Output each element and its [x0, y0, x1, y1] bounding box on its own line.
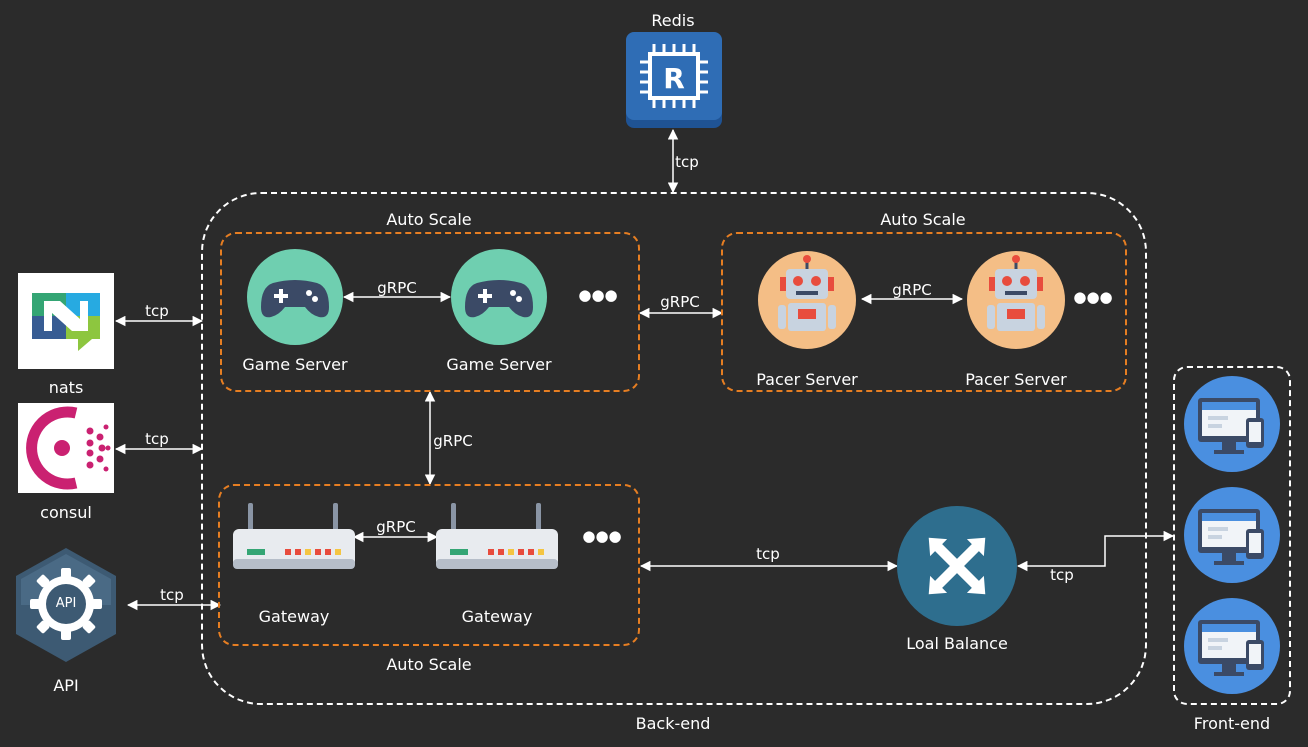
- redis-chip-icon: R: [626, 32, 722, 128]
- load-balance-arrows-icon: [897, 506, 1017, 626]
- nats-tcp-label: tcp: [145, 302, 169, 320]
- gateway-label: Gateway: [461, 607, 533, 626]
- lb-frontend-link: [1016, 530, 1175, 572]
- api-tcp-label: tcp: [160, 586, 184, 604]
- router-icon: [436, 503, 558, 569]
- gateway-lb-tcp-label: tcp: [756, 545, 780, 563]
- backend-boundary: [201, 192, 1147, 705]
- game-more-dots: ●●●: [578, 286, 618, 304]
- gateway-autoscale-group: [218, 484, 640, 646]
- consul-logo-icon: [26, 406, 111, 490]
- gamepad-icon: [451, 249, 547, 345]
- gateway-more-dots: ●●●: [582, 527, 622, 545]
- game-gateway-grpc-label: gRPC: [433, 432, 473, 450]
- pacer-grpc-label: gRPC: [892, 281, 932, 299]
- pacer-server-label: Pacer Server: [756, 370, 858, 389]
- pacer-autoscale-label: Auto Scale: [880, 210, 966, 229]
- lb-frontend-tcp-label: tcp: [1050, 566, 1074, 584]
- pacer-autoscale-group: [721, 232, 1127, 392]
- redis-tcp-label: tcp: [675, 153, 699, 171]
- web-device-icon: [1184, 598, 1280, 694]
- gateway-label: Gateway: [258, 607, 330, 626]
- api-hex-icon: [16, 548, 116, 662]
- game-grpc-label: gRPC: [377, 279, 417, 297]
- game-pacer-grpc-label: gRPC: [660, 293, 700, 311]
- web-device-icon: [1184, 487, 1280, 583]
- redis-label: Redis: [651, 11, 695, 30]
- consul-logo: [18, 403, 114, 493]
- api-badge: API: [55, 596, 77, 611]
- router-icon: [233, 503, 355, 569]
- backend-label: Back-end: [635, 714, 711, 733]
- nats-logo: [18, 273, 114, 369]
- nats-label: nats: [48, 378, 84, 397]
- svg-text:R: R: [663, 62, 685, 95]
- gamepad-icon: [247, 249, 343, 345]
- consul-label: consul: [40, 503, 92, 522]
- frontend-label: Front-end: [1193, 714, 1271, 733]
- frontend-boundary: [1173, 366, 1291, 705]
- pacer-more-dots: ●●●: [1073, 288, 1113, 306]
- consul-tcp-label: tcp: [145, 430, 169, 448]
- nats-logo-icon: [32, 293, 100, 351]
- gateway-grpc-label: gRPC: [376, 518, 416, 536]
- robot-icon: [758, 251, 856, 349]
- game-server-label: Game Server: [446, 355, 552, 374]
- game-autoscale-group: [220, 232, 640, 392]
- pacer-server-label: Pacer Server: [965, 370, 1067, 389]
- game-autoscale-label: Auto Scale: [386, 210, 472, 229]
- load-balancer-label: Loal Balance: [906, 634, 1008, 653]
- game-server-label: Game Server: [242, 355, 348, 374]
- api-label: API: [53, 676, 79, 695]
- web-device-icon: [1184, 376, 1280, 472]
- robot-icon: [967, 251, 1065, 349]
- gateway-autoscale-label: Auto Scale: [386, 655, 472, 674]
